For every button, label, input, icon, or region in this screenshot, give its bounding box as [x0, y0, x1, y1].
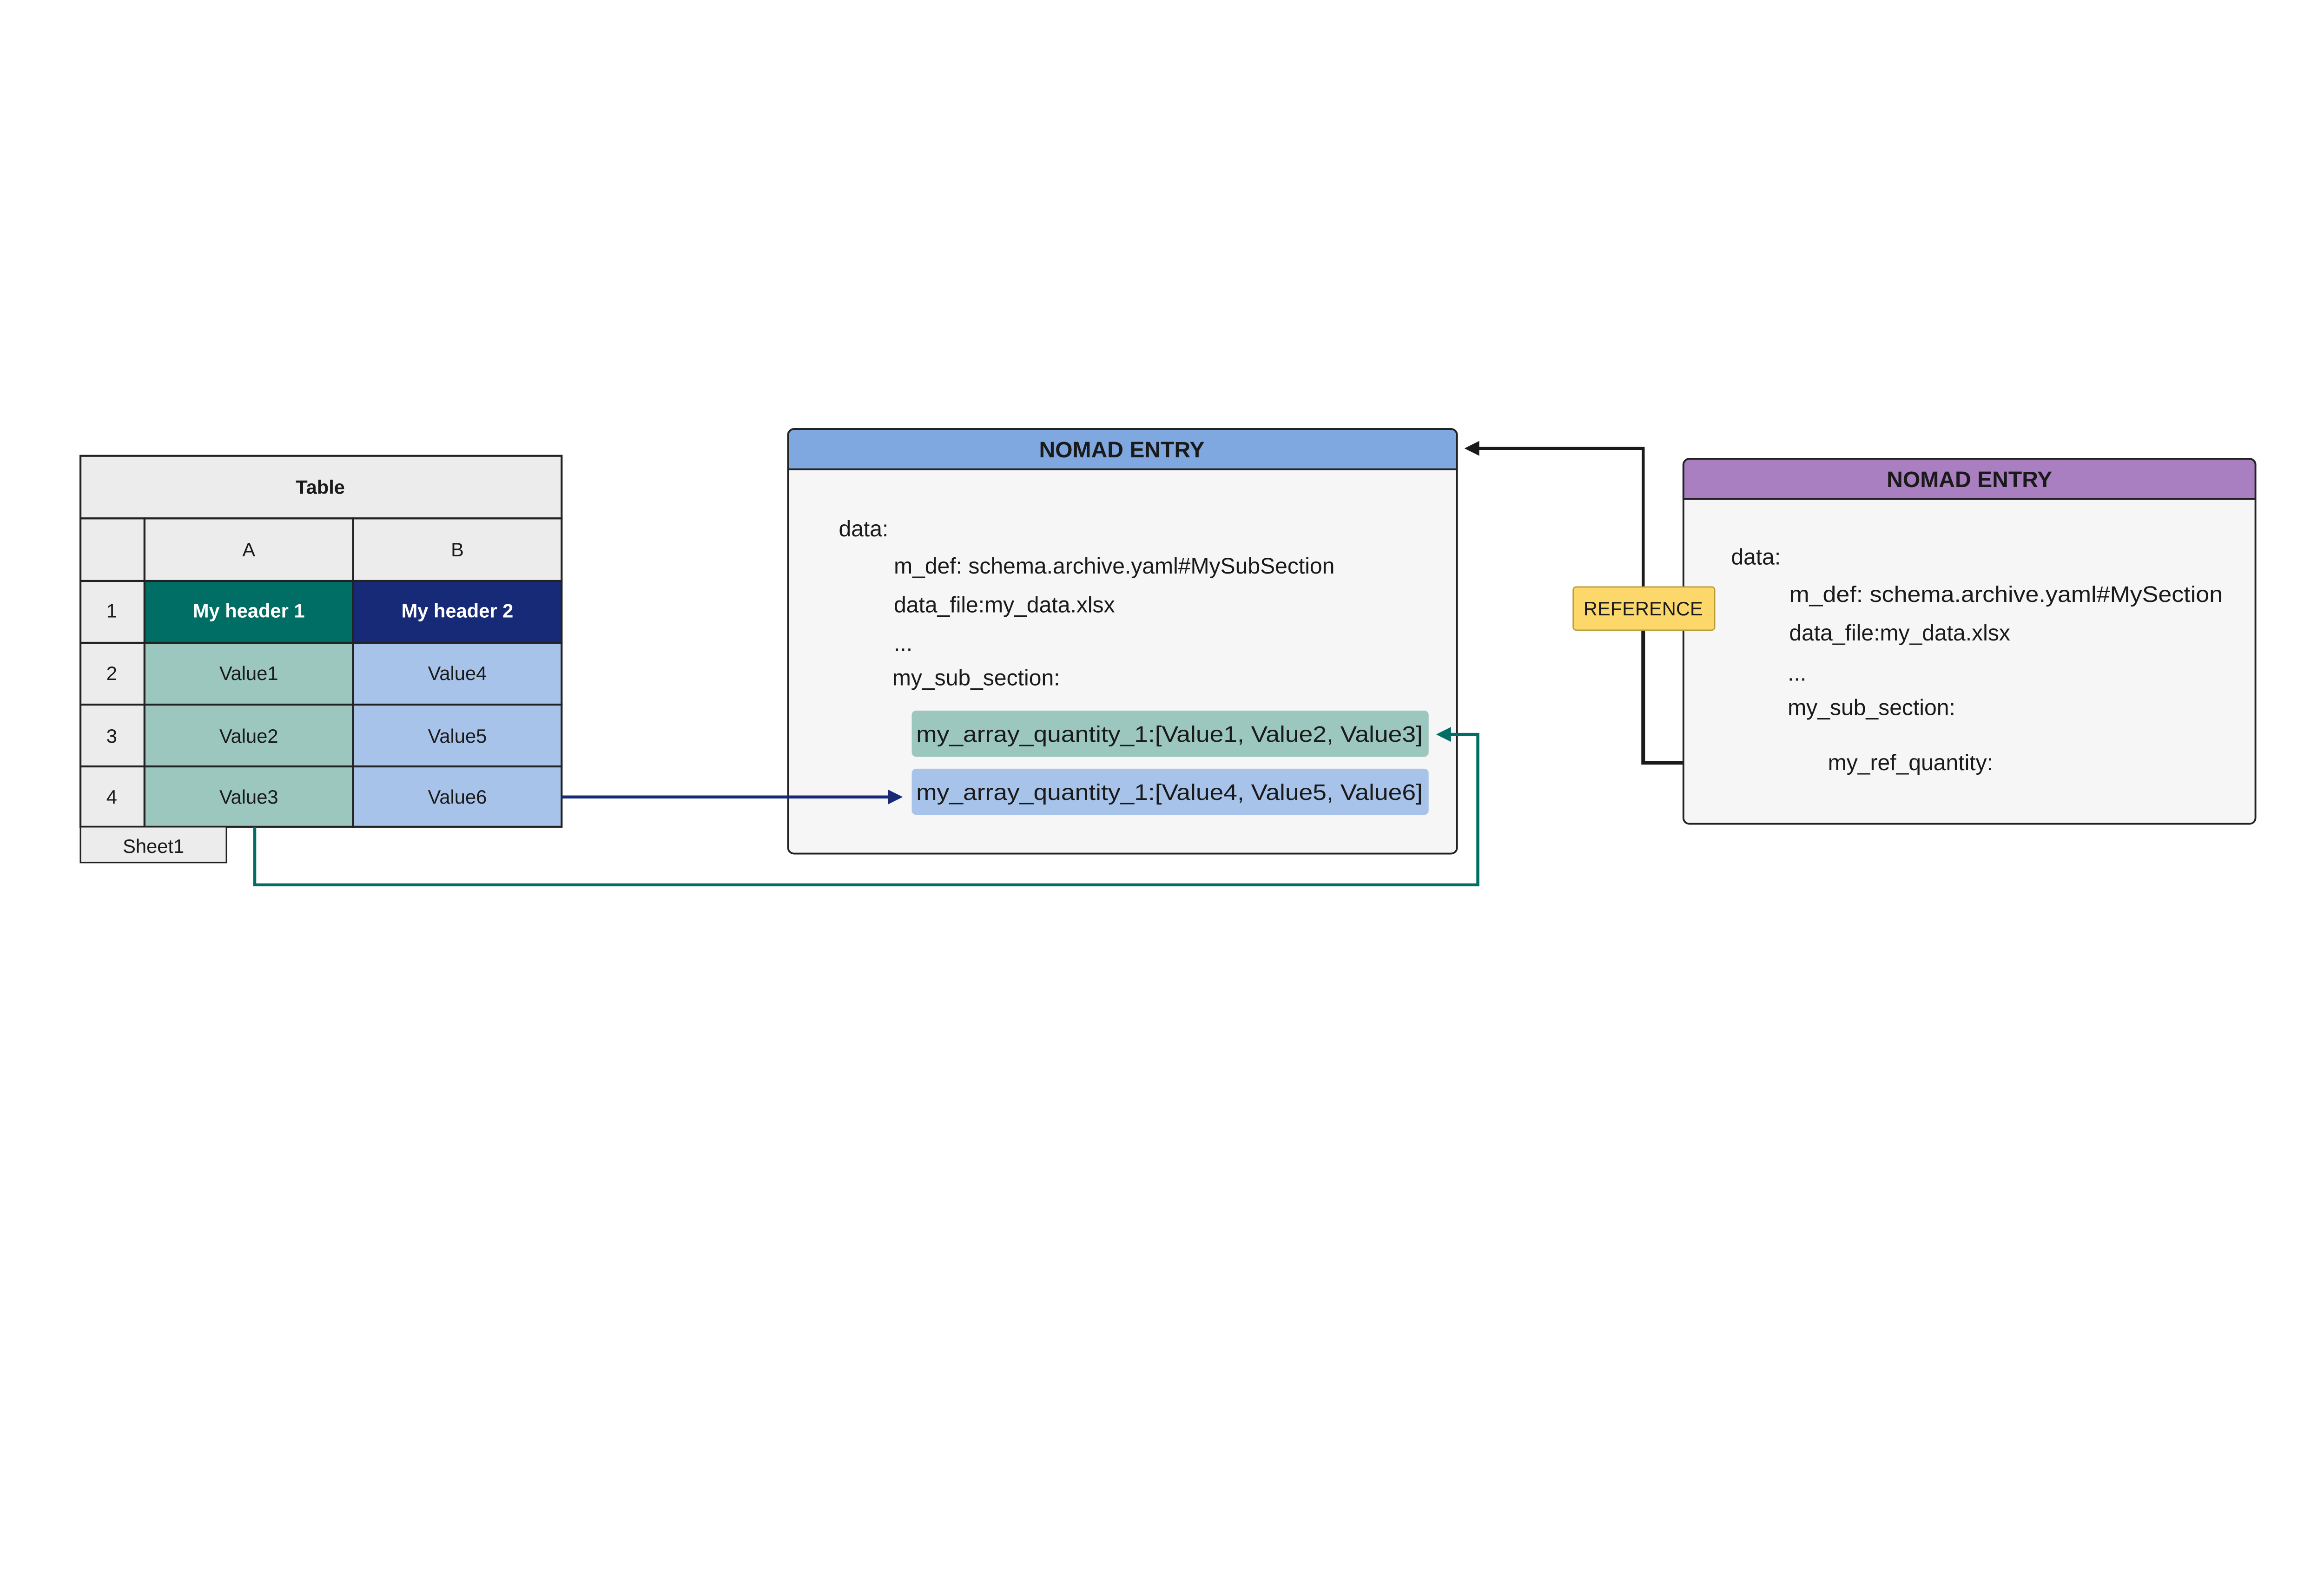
- diagram: Table A B 1 2 3 4 My header 1 My header …: [79, 428, 2257, 887]
- corner-cell: [79, 517, 145, 582]
- array-quantity-2-box: [911, 768, 1429, 815]
- entry-header-bar: [787, 428, 1458, 470]
- column-label-b: B: [451, 539, 464, 561]
- sheet-tab[interactable]: [79, 826, 227, 864]
- spreadsheet-table: [79, 455, 563, 864]
- cell-value: Value1: [219, 662, 278, 684]
- code-line: my_sub_section:: [1788, 695, 1955, 720]
- teal-arrow-connector: [253, 727, 1479, 887]
- array-quantity-1: my_array_quantity_1:[Value1, Value2, Val…: [916, 722, 1423, 747]
- ref-quantity: my_ref_quantity:: [1828, 750, 1993, 775]
- cell-value: Value5: [428, 725, 487, 747]
- row-number: 4: [106, 786, 117, 808]
- column-header-a: [143, 517, 354, 582]
- row-number-cell: [79, 703, 145, 768]
- reference-badge: [1572, 586, 1716, 631]
- table-title: Table: [296, 476, 345, 498]
- header-text-1: My header 1: [193, 600, 305, 622]
- reference-label: REFERENCE: [1584, 598, 1703, 620]
- array-quantity-2: my_array_quantity_1:[Value4, Value5, Val…: [916, 780, 1423, 805]
- entry-title: NOMAD ENTRY: [1887, 467, 2052, 492]
- reference-arrow-connector: [1464, 441, 1645, 587]
- header-text-2: My header 2: [402, 600, 514, 622]
- column-label-a: A: [242, 539, 255, 561]
- entry-title: NOMAD ENTRY: [1039, 437, 1204, 462]
- nomad-entry-ref: [1682, 458, 2257, 825]
- code-line: data:: [1731, 545, 1781, 570]
- sheet-tab-label[interactable]: Sheet1: [123, 835, 184, 857]
- code-line: data_file:my_data.xlsx: [1789, 620, 2010, 646]
- cell-value: Value4: [428, 662, 487, 684]
- code-line: ...: [1788, 661, 1806, 686]
- value-cell: [143, 765, 354, 828]
- entry-header-bar: [1682, 458, 2257, 500]
- table-title-cell: [79, 455, 563, 520]
- row-number: 3: [106, 725, 117, 747]
- row-number: 1: [106, 600, 117, 622]
- row-number: 2: [106, 662, 117, 684]
- value-cell: [352, 703, 563, 768]
- header-cell-1: [143, 580, 354, 644]
- cell-value: Value2: [219, 725, 278, 747]
- column-header-b: [352, 517, 563, 582]
- array-quantity-1-box: [911, 710, 1429, 757]
- code-line: ...: [894, 631, 912, 656]
- code-line: data_file:my_data.xlsx: [894, 592, 1115, 617]
- cell-value: Value3: [219, 786, 278, 808]
- cell-value: Value6: [428, 786, 487, 808]
- code-line: m_def: schema.archive.yaml#MySection: [1789, 582, 2223, 607]
- code-line: m_def: schema.archive.yaml#MySubSection: [894, 554, 1334, 579]
- code-line: data:: [838, 516, 888, 541]
- value-cell: [143, 641, 354, 706]
- code-line: my_sub_section:: [892, 665, 1060, 690]
